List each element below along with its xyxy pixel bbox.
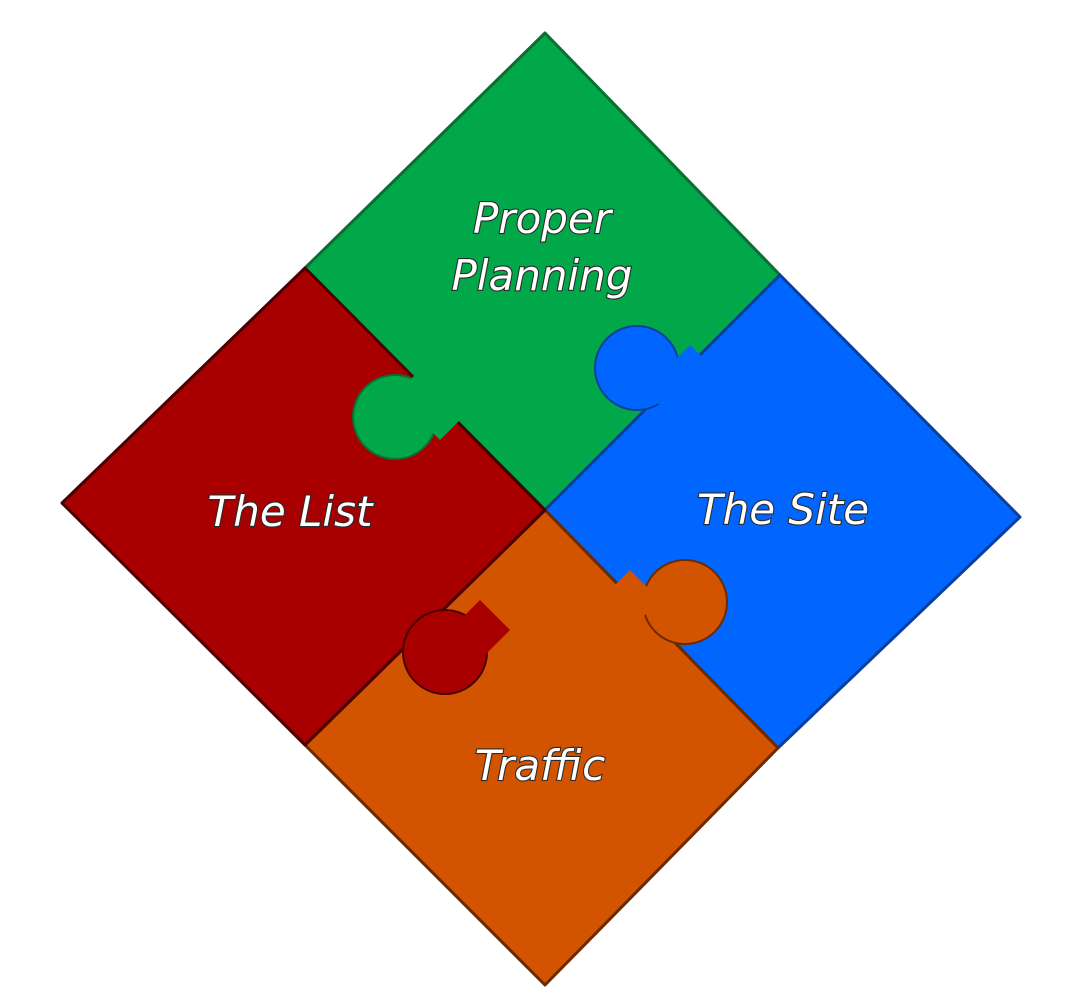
label-the-site: The Site [697,485,869,534]
label-traffic: Traffic [475,741,605,790]
green-tab-neck [395,365,470,440]
label-planning: Planning [452,251,633,300]
red-tab-neck [450,600,510,660]
label-proper: Proper [473,194,614,243]
green-puzzle-tab-neck [0,0,1,1]
blue-tab-neck [645,345,720,420]
orange-tab-neck [600,570,660,630]
label-the-list: The List [208,487,374,536]
